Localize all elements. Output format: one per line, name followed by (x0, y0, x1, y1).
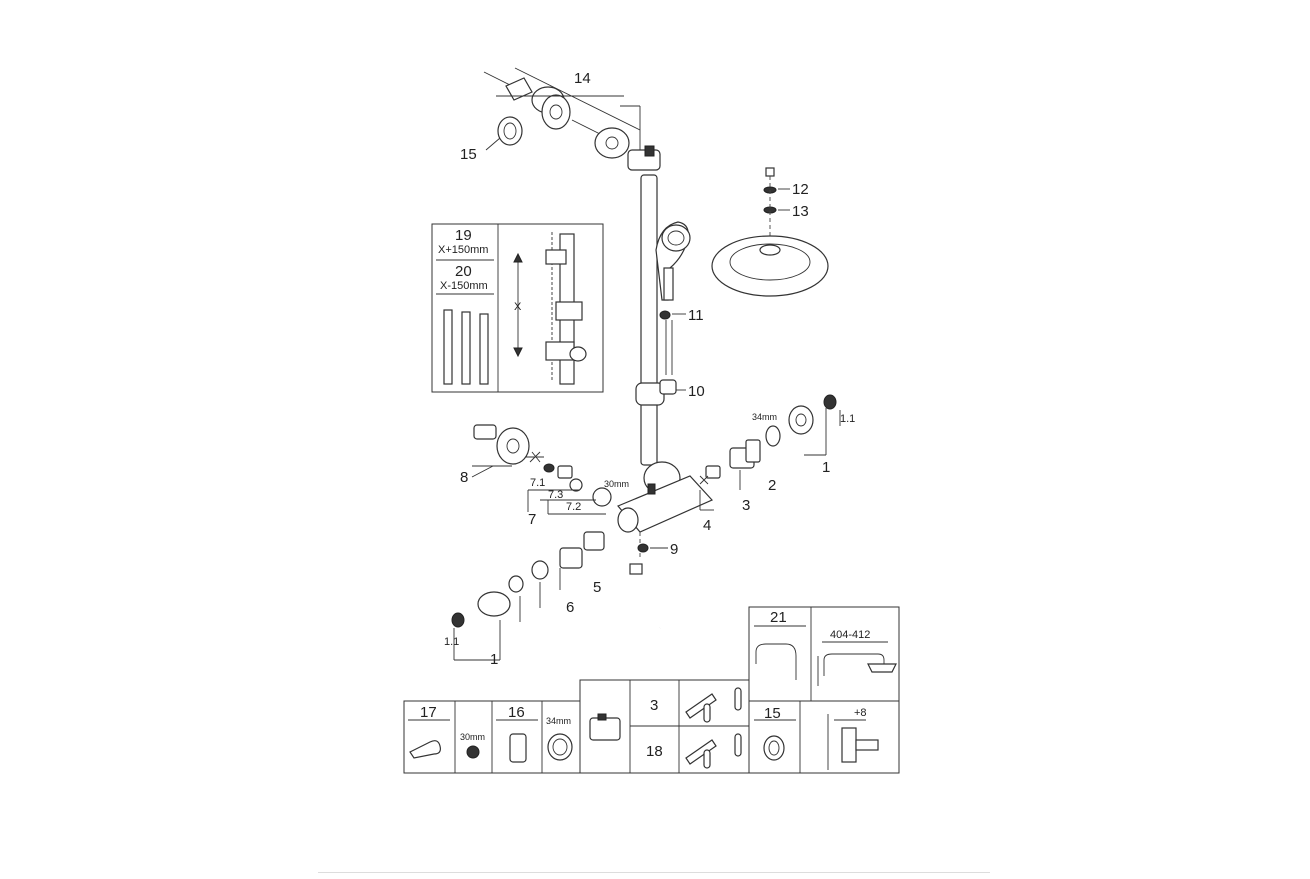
callout-13: 13 (792, 203, 809, 220)
inset-15-number: 15 (764, 705, 781, 722)
overhead-shower (711, 176, 829, 297)
callout-15: 15 (460, 146, 477, 163)
callout-14: 14 (574, 70, 591, 87)
cartridge-18-number: 18 (646, 743, 663, 760)
callout-12: 12 (792, 181, 809, 198)
dim-30mm: 30mm (604, 479, 629, 489)
tool-17-number: 17 (420, 704, 437, 721)
callout-4: 4 (703, 517, 711, 534)
inset-20-number: 20 (455, 263, 472, 280)
callout-7-2: 7.2 (566, 501, 581, 513)
callout-7-1: 7.1 (530, 477, 545, 489)
top-wall-bracket (483, 67, 661, 171)
inset-shower-arm: 21 404-412 (748, 606, 900, 702)
inset-x-dimension: X (514, 301, 522, 313)
callout-5: 5 (593, 579, 601, 596)
dim-34mm: 34mm (752, 412, 777, 422)
inset-19-number: 19 (455, 227, 472, 244)
callout-1-1-left: 1.1 (444, 636, 459, 648)
inset-19-dim: X+150mm (438, 244, 488, 256)
tool-16-number: 16 (508, 704, 525, 721)
callout-11: 11 (688, 307, 704, 324)
tool-17-dim: 30mm (460, 732, 485, 742)
inset-rail-lengths: 19 X+150mm 20 X-150mm X (431, 223, 604, 393)
tool-16-dim: 34mm (546, 716, 571, 726)
callout-7: 7 (528, 511, 536, 528)
callout-8: 8 (460, 469, 468, 486)
bottom-tools-row: 17 30mm 16 34mm 3 18 15 +8 (403, 679, 900, 774)
inset-21-number: 21 (770, 609, 787, 626)
thermostat-body (617, 461, 714, 631)
hand-shower (655, 221, 691, 375)
inset-15-dim: +8 (854, 707, 867, 719)
callout-1-right: 1 (822, 459, 830, 476)
lower-valve-assembly (451, 531, 605, 661)
right-valve-assembly (699, 394, 841, 511)
inset-20-dim: X-150mm (440, 280, 488, 292)
footer-divider (318, 872, 990, 873)
callout-10: 10 (688, 383, 705, 400)
callout-2: 2 (768, 477, 776, 494)
callout-1-left: 1 (490, 651, 498, 668)
inset-21-dim: 404-412 (830, 629, 870, 641)
rail-slider (635, 379, 677, 406)
callout-7-3: 7.3 (548, 489, 563, 501)
callout-6: 6 (566, 599, 574, 616)
left-handle-assembly (471, 424, 612, 515)
callout-9: 9 (670, 541, 678, 558)
cartridge-3-number: 3 (650, 697, 658, 714)
callout-3: 3 (742, 497, 750, 514)
part-callouts: 14 15 12 13 11 10 34mm 1.1 1 2 3 4 8 7.1… (444, 70, 855, 668)
callout-1-1-right: 1.1 (840, 413, 855, 425)
